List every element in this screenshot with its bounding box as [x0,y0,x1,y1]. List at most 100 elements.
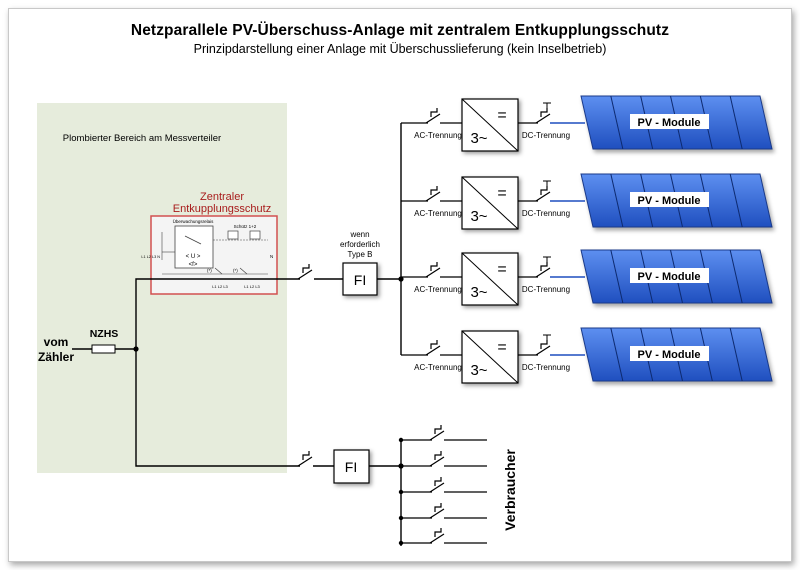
dc-switch-handle [543,334,551,340]
main-fuse [91,344,116,354]
consumer-junction [398,489,404,495]
dc-switch [535,108,551,124]
pv-label: PV - Module [638,349,701,361]
disconnect-switch-consumer [297,451,313,467]
ac-label: AC-Trennung [414,131,462,140]
fi-note-line2: erforderlich [340,240,380,249]
inverter-diagonal [461,330,519,384]
diagram-subtitle: Prinzipdarstellung einer Anlage mit Über… [193,42,607,56]
dc-switch-handle [543,180,551,186]
star-right: (*) [233,268,238,273]
fi-note-line1: wenn [349,230,369,239]
dc-label: DC-Trennung [522,131,570,140]
consumer-circuit [398,425,487,443]
ac-symbol: 3~ [470,284,487,301]
dc-label: DC-Trennung [522,209,570,218]
consumer-label: Verbraucher [502,449,518,531]
fi-note-line3: Type B [348,250,373,259]
dc-switch-handle [543,256,551,262]
pv-label-box [630,114,709,129]
upper-branch-line [135,278,300,349]
disconnect-switch-pv [297,264,313,280]
star-left: (*) [207,268,212,273]
lower-branch-line [135,349,300,467]
inverter-diagonal [461,98,519,152]
ac-switch [425,108,441,124]
consumer-switch [429,477,445,493]
relay-label: Überwachungsrelais [173,218,215,224]
dc-symbol: = [497,261,506,278]
consumer-junction [398,437,404,443]
consumer-circuit [398,451,487,469]
consumer-junction [398,515,404,521]
inverter-diagonal [461,252,519,306]
fi-label-consumer: FI [345,459,357,475]
pv-label-box [630,192,709,207]
dc-switch [535,262,551,278]
ac-label: AC-Trennung [414,209,462,218]
fi-label-pv: FI [354,272,366,288]
contactor-coil-1 [227,230,239,240]
f-label: <f> [189,262,198,268]
ac-symbol: 3~ [470,362,487,379]
ac-symbol: 3~ [470,208,487,225]
pv-module-array: PV - Module [580,95,773,150]
pv-label-box [630,268,709,283]
pv-label-box [630,346,709,361]
from-meter-line2: Zähler [38,350,74,364]
pv-module-array: PV - Module [580,173,773,228]
from-meter-line1: vom [44,335,69,349]
dc-symbol: = [497,185,506,202]
pv-string: AC-Trennung = 3~ DC-Trennung PV - Module [401,249,773,306]
pv-module-array: PV - Module [580,249,773,304]
contactor-coil-2 [249,230,261,240]
ac-switch [425,186,441,202]
protection-module: Überwachungsrelais < U > <f> Schütz 1+2 … [141,215,278,295]
protection-title-line2: Entkupplungsschutz [173,203,271,215]
fuse-label: NZHS [90,328,119,340]
inverter-diagonal [461,176,519,230]
consumer-circuit [398,477,487,495]
dc-label: DC-Trennung [522,285,570,294]
pv-label: PV - Module [638,117,701,129]
u-label: < U > [186,254,201,260]
fi-box-consumer [333,449,370,484]
dc-symbol: = [497,107,506,124]
consumer-circuit [398,503,487,521]
diagram-title: Netzparallele PV-Überschuss-Anlage mit z… [130,22,670,39]
consumer-switch [429,451,445,467]
consumer-switch [429,503,445,519]
fi-box-pv [342,262,378,296]
consumer-junction [398,540,404,546]
ac-switch [425,340,441,356]
dc-label: DC-Trennung [522,363,570,372]
pv-label: PV - Module [638,271,701,283]
n-label: N [270,254,273,259]
dc-switch [535,186,551,202]
pv-module-array: PV - Module [580,327,773,382]
sealed-area-label: Plombierter Bereich am Messverteiler [63,133,221,144]
pv-label: PV - Module [638,195,701,207]
ac-label: AC-Trennung [414,363,462,372]
ac-switch [425,262,441,278]
pv-bus-junction [398,276,404,282]
terminals-bottom-1: L1 L2 L3 [212,284,228,289]
consumer-switch [429,425,445,441]
terminals-bottom-2: L1 L2 L3 [244,284,260,289]
dc-switch [535,340,551,356]
consumer-switch [429,528,445,544]
ac-label: AC-Trennung [414,285,462,294]
protection-title-line1: Zentraler [200,191,244,203]
pv-string: AC-Trennung = 3~ DC-Trennung PV - Module [401,173,773,230]
terminals-left: L1 L2 L3 N [141,255,160,259]
contactor-label: Schütz 1+2 [234,224,257,229]
consumer-junction [398,463,404,469]
monitoring-relay [174,225,214,269]
dc-switch-handle [543,102,551,108]
consumer-circuit [398,528,487,546]
dc-symbol: = [497,339,506,356]
pv-string: AC-Trennung = 3~ DC-Trennung PV - Module [401,95,773,152]
pv-string: AC-Trennung = 3~ DC-Trennung PV - Module [401,327,773,384]
ac-symbol: 3~ [470,130,487,147]
